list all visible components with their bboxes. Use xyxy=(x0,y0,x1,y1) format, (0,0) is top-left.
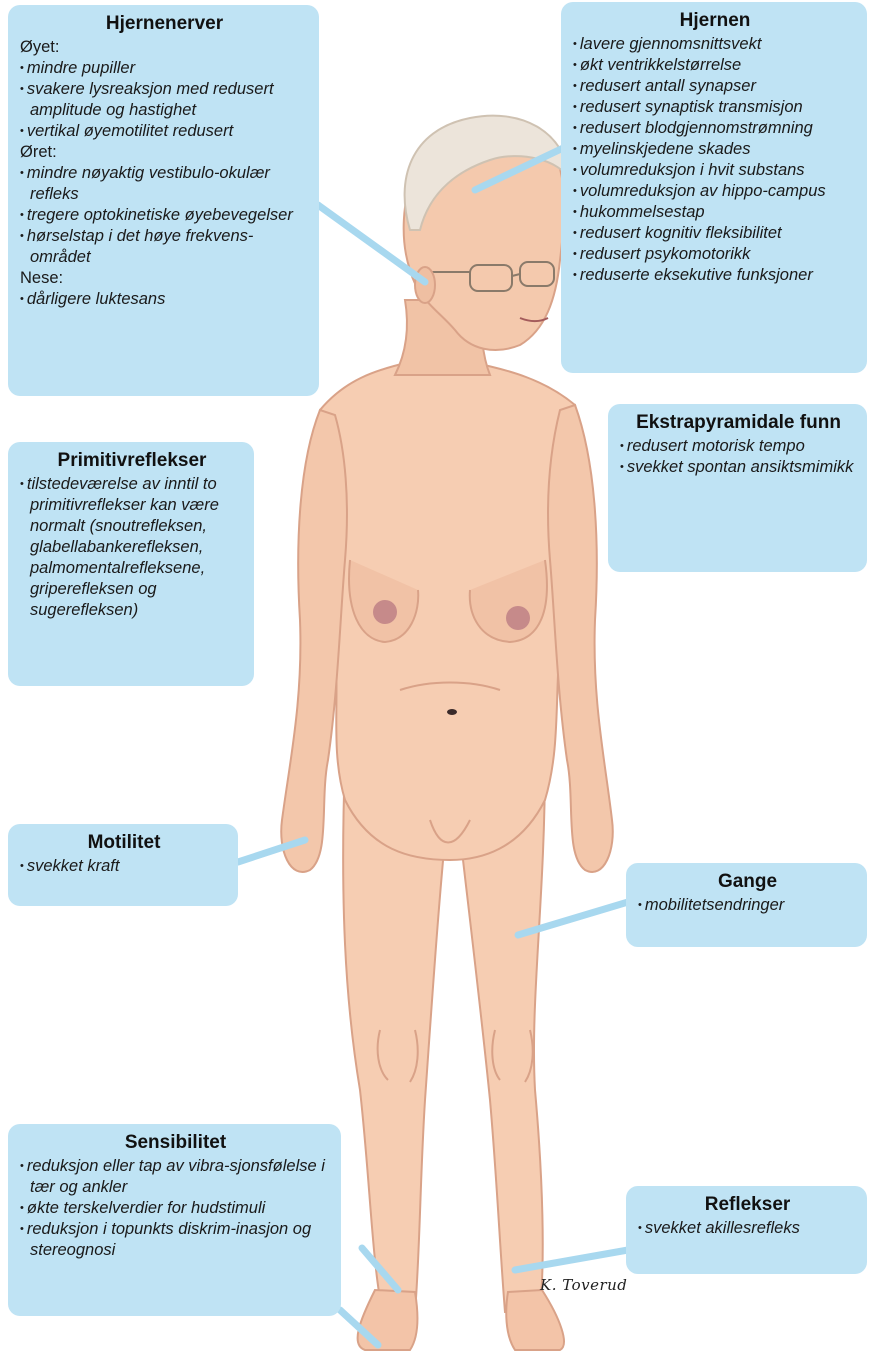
list-item: redusert kognitiv fleksibilitet xyxy=(573,223,857,244)
list-item: redusert motorisk tempo xyxy=(620,436,857,457)
box-motilitet: Motilitet svekket kraft xyxy=(8,824,238,906)
list-item: volumreduksjon i hvit substans xyxy=(573,160,857,181)
group-label: Øret: xyxy=(20,142,309,163)
list-item: lavere gjennomsnittsvekt xyxy=(573,34,857,55)
list-item: svekket spontan ansiktsmimikk xyxy=(620,457,857,478)
list-item: hukommelsestap xyxy=(573,202,857,223)
list-item: reduksjon eller tap av vibra-sjonsfølels… xyxy=(20,1156,331,1198)
box-title: Motilitet xyxy=(20,832,228,854)
left-foot xyxy=(358,1290,418,1350)
group-label: Nese: xyxy=(20,268,309,289)
list-item: tilstedeværelse av inntil to primitivref… xyxy=(20,474,244,621)
box-sensibilitet: Sensibilitet reduksjon eller tap av vibr… xyxy=(8,1124,341,1316)
list-item: svekket kraft xyxy=(20,856,228,877)
group-label: Øyet: xyxy=(20,37,309,58)
list-item: redusert synaptisk transmisjon xyxy=(573,97,857,118)
list-item: redusert psykomotorikk xyxy=(573,244,857,265)
box-reflekser: Reflekser svekket akillesrefleks xyxy=(626,1186,867,1274)
list-item: svakere lysreaksjon med redusert amplitu… xyxy=(20,79,309,121)
list-item: økte terskelverdier for hudstimuli xyxy=(20,1198,331,1219)
box-hjernenerver: Hjernenerver Øyet: mindre pupiller svake… xyxy=(8,5,319,396)
group-ear: Øret: mindre nøyaktig vestibulo-okulær r… xyxy=(20,142,309,268)
box-primitivreflekser: Primitivreflekser tilstedeværelse av inn… xyxy=(8,442,254,686)
list-item: reduserte eksekutive funksjoner xyxy=(573,265,857,286)
right-arm xyxy=(548,405,613,872)
list-item: hørselstap i det høye frekvens-området xyxy=(20,226,309,268)
list-item: mindre nøyaktig vestibulo-okulær refleks xyxy=(20,163,309,205)
list-item: mobilitetsendringer xyxy=(638,895,857,916)
box-title: Primitivreflekser xyxy=(20,450,244,472)
box-title: Ekstrapyramidale funn xyxy=(620,412,857,434)
right-nipple xyxy=(506,606,530,630)
list-item: reduksjon i topunkts diskrim-inasjon og … xyxy=(20,1219,331,1261)
box-title: Reflekser xyxy=(638,1194,857,1216)
box-ekstrapyramidale: Ekstrapyramidale funn redusert motorisk … xyxy=(608,404,867,572)
list-item: økt ventrikkelstørrelse xyxy=(573,55,857,76)
list-item: mindre pupiller xyxy=(20,58,309,79)
list-item: dårligere luktesans xyxy=(20,289,309,310)
group-nose: Nese: dårligere luktesans xyxy=(20,268,309,310)
box-hjernen: Hjernen lavere gjennomsnittsvekt økt ven… xyxy=(561,2,867,373)
left-arm xyxy=(281,410,347,872)
box-title: Sensibilitet xyxy=(20,1132,331,1154)
list-item: myelinskjedene skades xyxy=(573,139,857,160)
list-item: redusert antall synapser xyxy=(573,76,857,97)
left-nipple xyxy=(373,600,397,624)
list-item: volumreduksjon av hippo-campus xyxy=(573,181,857,202)
list-item: vertikal øyemotilitet redusert xyxy=(20,121,309,142)
navel xyxy=(447,709,457,715)
list-item: redusert blodgjennomstrømning xyxy=(573,118,857,139)
box-gange: Gange mobilitetsendringer xyxy=(626,863,867,947)
box-title: Hjernenerver xyxy=(20,13,309,35)
list-item: tregere optokinetiske øyebevegelser xyxy=(20,205,309,226)
right-foot xyxy=(506,1290,564,1350)
group-eye: Øyet: mindre pupiller svakere lysreaksjo… xyxy=(20,37,309,142)
list-item: svekket akillesrefleks xyxy=(638,1218,857,1239)
box-title: Gange xyxy=(638,871,857,893)
artist-signature: K. Toverud xyxy=(540,1276,627,1294)
box-title: Hjernen xyxy=(573,10,857,32)
